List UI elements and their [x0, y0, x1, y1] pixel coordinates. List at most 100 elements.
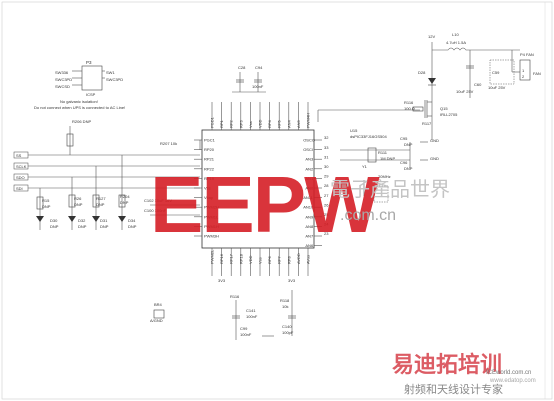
cap-c60-value: 10uF 25V [456, 89, 474, 94]
mcu-bottom-pin-6: RP6 [267, 255, 272, 264]
gnd-2: GND [430, 156, 439, 161]
mcu-right-pin-number-8: 25 [324, 212, 329, 217]
header-right-pin-2: SWC3PD [106, 77, 123, 82]
ref-b: R118 [280, 298, 290, 303]
mcu-top-pin-8: AN4 [286, 119, 291, 128]
mcu-right-pin-number-1: 33 [324, 145, 329, 150]
mcu-u15: U15 dsPIC33FJ16GS504 PGC1RP20RP21RP22RP1… [194, 102, 387, 276]
led-d30-value: DNP [50, 224, 59, 229]
mcu-left-pin-4: RP19 [204, 176, 215, 181]
mcu-right-pin-10: AN7 [305, 234, 314, 239]
mcu-left-pin-10: PWM3H [204, 234, 219, 239]
mcu-top-pin-6: RP4 [267, 119, 272, 128]
mcu-top-pin-9: AN5 [296, 119, 301, 128]
cap-c59-value: 10uF 25V [488, 85, 506, 90]
resistor-r111: R111 [378, 150, 388, 155]
cap-c99-value: 100nF [240, 332, 252, 337]
led-r15-value: DNP [42, 204, 51, 209]
mcu-bottom-pin-2: RP17 [229, 253, 234, 264]
mcu-bottom-pin-8: RP8 [286, 255, 291, 264]
bus-ss: SS [16, 153, 22, 158]
mcu-left-pin-6: Vcap [204, 195, 214, 200]
cap-c140-value: 100pF [282, 330, 294, 335]
mcu-top-pin-4: Vss [248, 121, 253, 128]
header-right-pin-1: SW1 [106, 70, 115, 75]
inductor-value: 4.7uH 1.5A [446, 40, 466, 45]
cap-c96-value: DNP [404, 166, 413, 171]
led-r26-value: DNP [74, 202, 83, 207]
mcu-right-pin-7: AN10 [303, 205, 314, 210]
led-d32-value: DNP [78, 224, 87, 229]
watermark-logo: ICEworld.com.cn [486, 370, 531, 376]
mcu-pins: PGC1RP20RP21RP22RP19VssVcapPWM2HPWM1LPWM… [194, 102, 329, 276]
watermark-bottom-cn-1: 易迪拓培训 [392, 352, 502, 377]
mcu-left-pin-1: RP20 [204, 147, 215, 152]
transistor-part: IRLL2705 [440, 112, 458, 117]
bus-lines: SS SCLK SDO SDI [13, 151, 200, 192]
mcu-left-pin-9: PWM1H [204, 224, 219, 229]
mcu-bottom-pin-4: VDD [248, 255, 253, 264]
mcu-right-pin-5: AN0 [305, 186, 314, 191]
power-input: 12V L10 4.7uH 1.5A D28 C60 10uF 25V C59 … [418, 32, 541, 100]
led-r127: R127 [96, 196, 106, 201]
mcu-left-pin-5: Vss [204, 186, 211, 191]
led-r26: R26 [74, 196, 82, 201]
cap-c140: C140 [282, 324, 292, 329]
bus-sdi: SDI [16, 186, 23, 191]
switch-label: A/GND [150, 318, 163, 323]
header-ref: ICSP [86, 92, 96, 97]
watermark-site: .com.cn [340, 207, 396, 224]
mcu-right-pin-0: OSCO [303, 138, 315, 143]
watermark-url: www.edatop.com [489, 378, 536, 384]
mcu-left-pin-2: RP21 [204, 157, 215, 162]
mcu-right-pin-11: AN6 [305, 243, 314, 248]
left-parts: R206 DNP R207 10k R15 DNP D30 DNP R26 DN… [36, 119, 201, 230]
label-3v3-b: 3V3 [288, 278, 296, 283]
mcu-top-pin-7: RP5 [277, 119, 282, 128]
header-designator: P3 [86, 60, 92, 65]
cap-c28-label: C28 [238, 65, 246, 70]
mcu-body [201, 129, 315, 249]
crystal-y1: C95 DNP R111 1M DNP Y1 20MHz C96 DNP GND… [340, 136, 439, 203]
header-left-pin-1: SW336 [55, 70, 69, 75]
led-d31-value: DNP [100, 224, 109, 229]
fan-label: FAN [533, 71, 541, 76]
mcu-right-pin-6: AN11 [303, 195, 313, 200]
ref-b-value: 10k [282, 304, 288, 309]
led-r204-value: DNP [120, 200, 129, 205]
mcu-right-pin-number-3: 30 [324, 164, 329, 169]
cap-c95-value: DNP [404, 142, 413, 147]
resistor-r117: R117 [422, 121, 432, 126]
resistor-r111-value: 1M DNP [380, 156, 395, 161]
bus-sclk: SCLK [16, 164, 27, 169]
bottom-parts: R116 C141 100nF C99 100nF R118 10k C140 … [150, 278, 296, 340]
resistor-r116: R116 [404, 100, 414, 105]
r207: R207 10k [160, 141, 177, 146]
diode-ref: D28 [418, 70, 426, 75]
mcu-bottom-pin-5: Vss [258, 257, 263, 264]
cap-c99: C99 [240, 326, 248, 331]
watermark-brand: EEPW [150, 160, 380, 249]
crystal-freq: 20MHz [378, 174, 391, 179]
power-voltage: 12V [428, 34, 435, 39]
icsp-header: P3 SW336 SWC3PD SWCSD SW1 SWC3PD ICSP No… [34, 60, 125, 110]
cap-c59-label: C59 [492, 70, 500, 75]
cap-c94-label: C94 [255, 65, 263, 70]
watermark: EEPW 電子產品世界 .com.cn 易迪拓培训 射频和天线设计专家 www.… [150, 160, 536, 396]
mcu-bottom-pin-0: PWM2L [210, 249, 215, 264]
header-note-1: No galvanic isolation! [60, 99, 98, 104]
mcu-right-pin-number-9: 24 [324, 222, 329, 227]
mcu-bottom-pin-3: RP18 [238, 253, 243, 264]
cap-c95: C95 [400, 136, 408, 141]
mcu-right-pin-number-7: 26 [324, 202, 329, 207]
led-d34-value: DNP [128, 224, 137, 229]
mcu-right-pin-1: OSCI [303, 147, 313, 152]
ref-a: R116 [230, 294, 240, 299]
mcu-bottom-pin-1: RP16 [219, 253, 224, 264]
led-d34: D34 [128, 218, 136, 223]
transistor-ref: Q15 [440, 106, 448, 111]
cap-c141-value: 100nF [246, 314, 258, 319]
mcu-left-pin-0: PGC1 [204, 138, 216, 143]
mcu-top-pin-1: RP1 [219, 119, 224, 128]
mcu-right-pin-number-5: 28 [324, 183, 329, 188]
